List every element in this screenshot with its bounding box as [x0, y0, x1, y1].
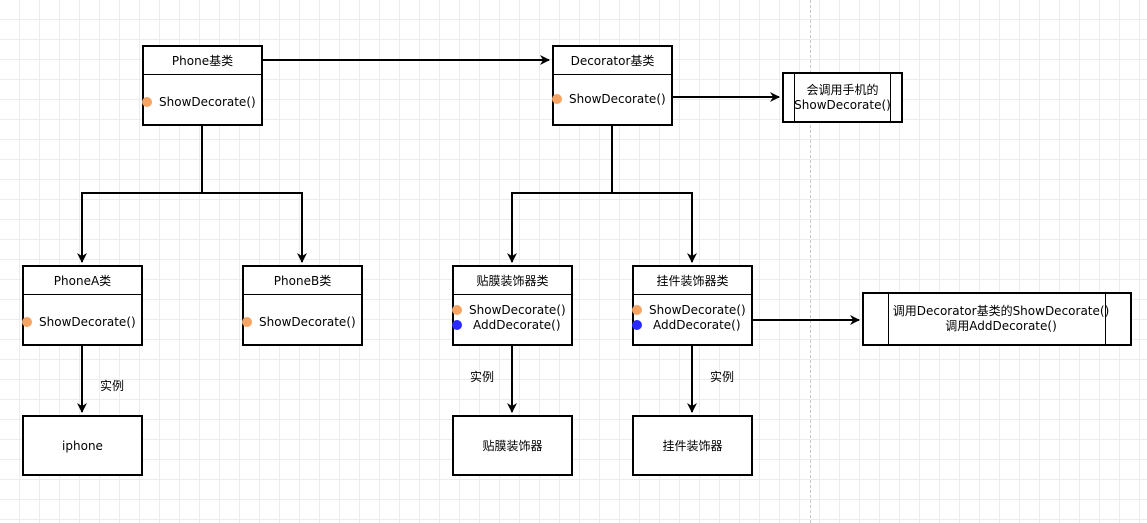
instance-label: 贴膜装饰器 [482, 439, 543, 453]
method-show-decorate: ShowDecorate() [259, 315, 356, 329]
pendant-decorator-class[interactable]: 挂件装饰器类 ShowDecorate() AddDecorate() [632, 265, 753, 346]
instance-label: iphone [62, 438, 103, 453]
phone-a-class[interactable]: PhoneA类 ShowDecorate() [22, 265, 143, 346]
method-show-decorate: ShowDecorate() [39, 315, 136, 329]
method-show-decorate: ShowDecorate() [159, 95, 256, 109]
instance-label: 挂件装饰器 [662, 439, 723, 453]
film-decorator-class[interactable]: 贴膜装饰器类 ShowDecorate() AddDecorate() [452, 265, 573, 346]
iphone-instance[interactable]: iphone [22, 415, 143, 476]
class-title: 贴膜装饰器类 [454, 267, 571, 295]
decorator-base-class[interactable]: Decorator基类 ShowDecorate() [552, 45, 673, 126]
class-title: 挂件装饰器类 [634, 267, 751, 295]
edge-label-instance: 实例 [470, 370, 495, 384]
method-dot [22, 317, 32, 327]
note-calls-phone-show-decorate[interactable]: 会调用手机的 ShowDecorate() [782, 72, 903, 123]
dashed-guide-line [810, 0, 811, 523]
phone-base-class[interactable]: Phone基类 ShowDecorate() [142, 45, 263, 126]
class-title: PhoneA类 [24, 267, 141, 295]
class-title: Decorator基类 [554, 47, 671, 75]
method-dot [242, 317, 252, 327]
note-line: 调用AddDecorate() [945, 319, 1057, 333]
method-dot [452, 320, 462, 330]
pendant-decorator-instance[interactable]: 挂件装饰器 [632, 415, 753, 476]
method-dot [632, 320, 642, 330]
method-add-decorate: AddDecorate() [473, 318, 561, 332]
edge-phone-to-phonea [77, 125, 203, 263]
edge-phone-to-phoneb [202, 192, 307, 263]
method-show-decorate: ShowDecorate() [469, 303, 566, 317]
phone-b-class[interactable]: PhoneB类 ShowDecorate() [242, 265, 363, 346]
note-pendant-calls[interactable]: 调用Decorator基类的ShowDecorate() 调用AddDecora… [862, 292, 1132, 346]
edge-label-instance: 实例 [100, 379, 125, 393]
method-add-decorate: AddDecorate() [653, 318, 741, 332]
method-dot [552, 94, 562, 104]
note-line: 调用Decorator基类的ShowDecorate() [892, 304, 1110, 318]
class-title: PhoneB类 [244, 267, 361, 295]
method-dot [452, 305, 462, 315]
edge-decorator-to-film [507, 125, 613, 263]
method-show-decorate: ShowDecorate() [649, 303, 746, 317]
note-line: ShowDecorate() [794, 97, 891, 112]
edge-label-instance: 实例 [710, 370, 735, 384]
edge-decorator-to-pendant [612, 192, 697, 263]
note-line: 会调用手机的 [806, 82, 879, 97]
method-show-decorate: ShowDecorate() [569, 92, 666, 106]
class-title: Phone基类 [144, 47, 261, 75]
film-decorator-instance[interactable]: 贴膜装饰器 [452, 415, 573, 476]
method-dot [632, 305, 642, 315]
method-dot [142, 97, 152, 107]
